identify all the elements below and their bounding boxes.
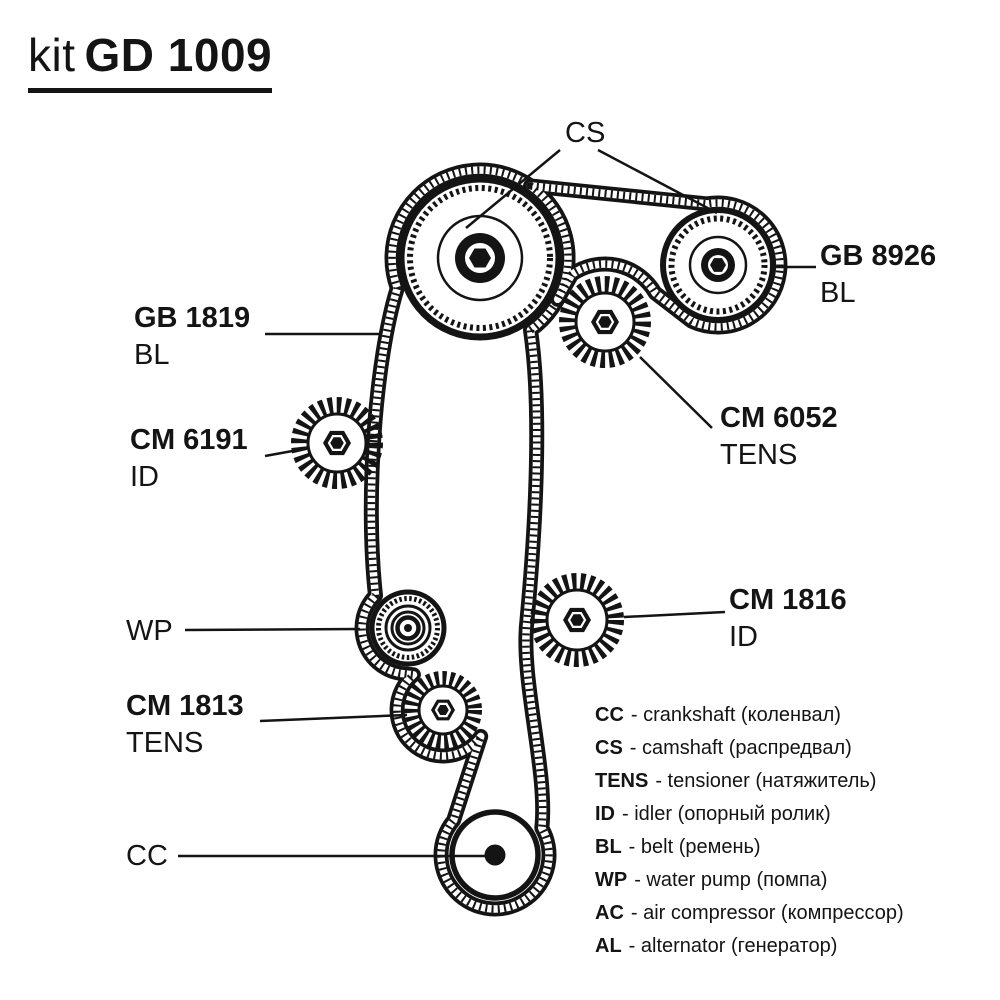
legend-abbr: CC — [595, 704, 624, 726]
part-code: GB 1819 — [134, 302, 251, 334]
pulley-center — [484, 844, 506, 866]
part-code: CM 6191 — [130, 424, 248, 456]
pulley-radial-teeth — [404, 671, 482, 749]
hex-nut-inner — [434, 702, 452, 718]
legend-desc: - alternator (генератор) — [628, 935, 838, 957]
hex-nut — [431, 699, 455, 721]
pulley-teeth-ring — [668, 215, 768, 315]
legend-desc: - crankshaft (коленвал) — [630, 704, 841, 726]
hex-nut-inner — [327, 435, 347, 451]
legend-desc: - belt (ремень) — [628, 836, 761, 858]
leader-line-cm1816 — [623, 610, 726, 619]
legend-item: ID - idler (опорный ролик) — [595, 798, 904, 831]
label-cs: CS — [565, 117, 606, 149]
legend-abbr: WP — [595, 869, 628, 891]
legend: CC - crankshaft (коленвал) CS - camshaft (… — [595, 699, 904, 963]
legend-item: WP - water pump (помпа) — [595, 864, 904, 897]
pulley-inner-ring — [688, 235, 748, 295]
legend-item: TENS - tensioner (натяжитель) — [595, 765, 904, 798]
part-type: BL — [820, 277, 856, 309]
legend-desc: - water pump (помпа) — [634, 869, 828, 891]
hex-nut-inner — [595, 314, 615, 330]
pulley-center — [404, 624, 412, 632]
label-gb8926: GB 8926 BL — [820, 238, 936, 312]
camshaft-pulley-left — [397, 175, 563, 341]
legend-item: CC - crankshaft (коленвал) — [595, 699, 904, 732]
pulley-radial-teeth — [291, 397, 383, 489]
pulley-ring — [390, 610, 426, 646]
hex-nut — [591, 309, 619, 335]
legend-desc: - tensioner (натяжитель) — [655, 770, 877, 792]
part-code: GB 8926 — [820, 240, 937, 272]
legend-desc: - air compressor (компрессор) — [630, 902, 904, 924]
hex-nut — [563, 607, 591, 633]
legend-desc: - camshaft (распредвал) — [629, 737, 852, 759]
hex-nut — [469, 248, 491, 268]
part-type: ID — [729, 621, 758, 653]
pulley-teeth-ring — [407, 185, 553, 331]
part-type: TENS — [126, 727, 204, 759]
leader-line-cs-right — [597, 148, 718, 215]
legend-abbr: ID — [595, 803, 615, 825]
hex-nut — [710, 258, 726, 272]
pulley-teeth-ring — [376, 596, 440, 660]
tensioner-pulley-cm1813 — [404, 671, 482, 749]
part-type: TENS — [720, 439, 798, 471]
part-code: CM 1813 — [126, 690, 244, 722]
title-kit-code: GD 1009 — [84, 29, 273, 81]
label-cc: CC — [126, 840, 168, 872]
pulley-ring — [384, 604, 432, 652]
legend-abbr: AC — [595, 902, 624, 924]
hex-nut — [323, 430, 351, 456]
label-cm6191: CM 6191 ID — [130, 422, 248, 496]
hex-nut-inner — [567, 611, 587, 629]
idler-pulley-cm1816 — [530, 573, 624, 667]
pulley-radial-teeth — [530, 573, 624, 667]
tensioner-pulley-cm6052 — [559, 276, 651, 368]
title-prefix: kit — [28, 29, 76, 81]
leader-line-cm1813 — [259, 713, 408, 723]
camshaft-pulley-right — [660, 207, 776, 323]
legend-abbr: AL — [595, 935, 622, 957]
part-code: CM 1816 — [729, 584, 847, 616]
leader-line-cm6191 — [264, 448, 299, 458]
legend-abbr: CS — [595, 737, 623, 759]
part-code: CM 6052 — [720, 402, 838, 434]
pulley-hub-ring — [395, 615, 421, 641]
legend-desc: - idler (опорный ролик) — [622, 803, 831, 825]
idler-pulley-cm6191 — [291, 397, 383, 489]
crankshaft-pulley — [449, 809, 541, 901]
label-cm1816: CM 1816 ID — [729, 582, 847, 656]
legend-abbr: TENS — [595, 770, 649, 792]
label-gb1819: GB 1819 BL — [134, 300, 250, 374]
leader-line-cs-left — [465, 149, 561, 229]
label-cm6052: CM 6052 TENS — [720, 400, 838, 474]
leader-lines — [178, 148, 816, 858]
water-pump-pulley — [369, 589, 447, 667]
legend-item: AL - alternator (генератор) — [595, 930, 904, 963]
legend-abbr: BL — [595, 836, 622, 858]
part-type: ID — [130, 461, 159, 493]
legend-item: AC - air compressor (компрессор) — [595, 897, 904, 930]
legend-item: CS - camshaft (распредвал) — [595, 732, 904, 765]
pulley-radial-teeth — [559, 276, 651, 368]
label-wp: WP — [126, 615, 173, 647]
leader-line-cm6052 — [639, 356, 713, 429]
label-cm1813: CM 1813 TENS — [126, 688, 244, 762]
leader-line-wp — [184, 627, 361, 632]
part-type: BL — [134, 339, 170, 371]
legend-item: BL - belt (ремень) — [595, 831, 904, 864]
